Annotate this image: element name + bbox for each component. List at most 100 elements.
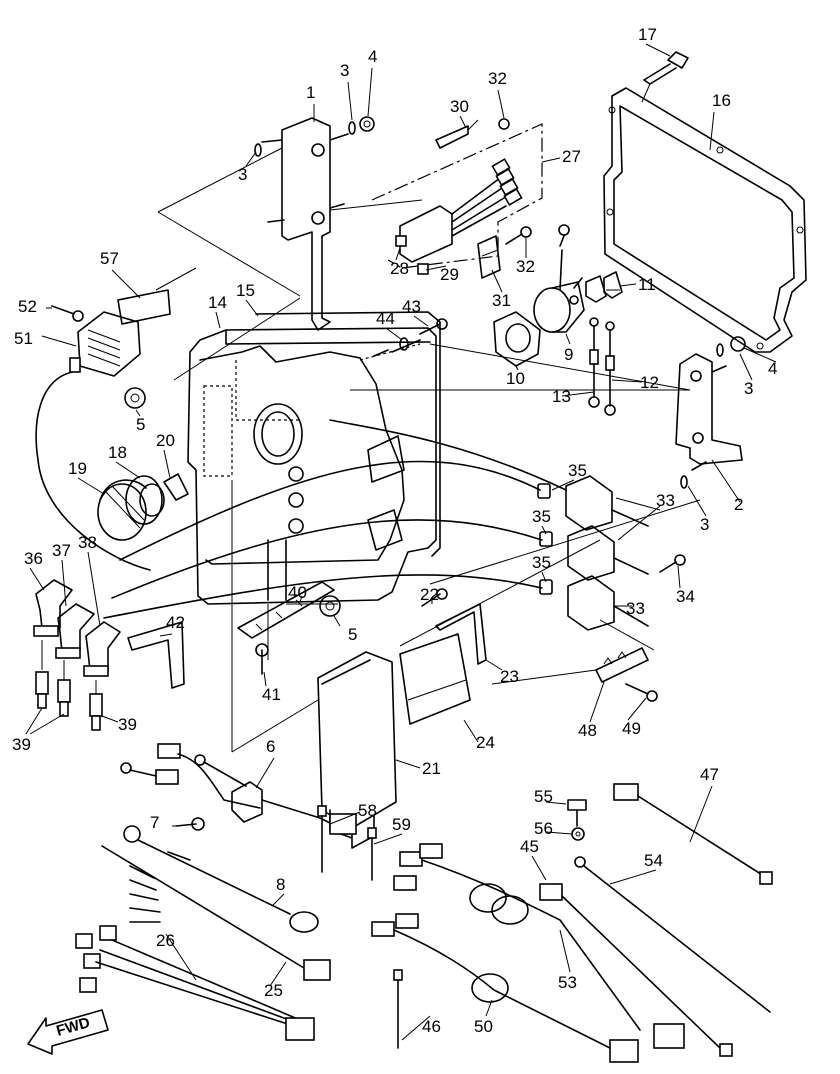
- bolt-41: [255, 643, 269, 675]
- bracket-24: [399, 633, 471, 725]
- cable-tie-46: [393, 969, 403, 1049]
- lead-47: [613, 783, 773, 885]
- cable-tie-59: [367, 827, 377, 881]
- callout-21: 21: [422, 759, 441, 778]
- callout-3d: 3: [700, 515, 709, 534]
- callout-37: 37: [52, 541, 71, 560]
- callout-50: 50: [474, 1017, 493, 1036]
- holder-18: [125, 475, 165, 525]
- callout-23: 23: [500, 667, 519, 686]
- callout-28: 28: [390, 259, 409, 278]
- gasket-16: [603, 87, 807, 353]
- callout-58: 58: [358, 801, 377, 820]
- callout-2: 2: [734, 495, 743, 514]
- harness-26: [75, 925, 315, 1041]
- nut-4-right: [680, 336, 746, 489]
- callout-11: 11: [638, 275, 656, 294]
- harness-53: [393, 843, 685, 1049]
- holder-40: [237, 581, 335, 639]
- callout-48: 48: [578, 721, 597, 740]
- callout-35a: 35: [568, 461, 587, 480]
- harness-6: [120, 743, 357, 835]
- lead-45: [539, 883, 733, 1057]
- grommet-5-lower: [319, 595, 341, 617]
- callout-3a: 3: [340, 61, 349, 80]
- bracket-2: [675, 353, 743, 471]
- callout-36: 36: [24, 549, 43, 568]
- callout-47: 47: [700, 765, 719, 784]
- rectifier-51: [35, 305, 151, 571]
- callout-42: 42: [166, 613, 185, 632]
- washer-56: [571, 827, 585, 841]
- callout-59: 59: [392, 815, 411, 834]
- callout-16: 16: [712, 91, 731, 110]
- callout-27: 27: [562, 147, 581, 166]
- callout-35c: 35: [532, 553, 551, 572]
- electrical-box-14: [187, 311, 441, 605]
- relay-harness-27: [371, 118, 543, 275]
- spark-plug-39: [35, 640, 103, 731]
- fwd-arrow: FWD: [27, 1009, 109, 1055]
- callout-13: 13: [552, 387, 571, 406]
- callout-52: 52: [18, 297, 37, 316]
- bolt-17: [641, 51, 689, 103]
- callout-29: 29: [440, 265, 459, 284]
- callout-30: 30: [450, 97, 469, 116]
- callout-40: 40: [288, 583, 307, 602]
- callout-57: 57: [100, 249, 119, 268]
- bushing-35: [537, 483, 553, 595]
- callout-34: 34: [676, 587, 695, 606]
- callout-3b: 3: [238, 165, 247, 184]
- ignition-coil-33: [565, 475, 649, 631]
- callout-14: 14: [208, 293, 227, 312]
- callout-9: 9: [564, 345, 573, 364]
- callout-31: 31: [492, 291, 511, 310]
- callout-39a: 39: [12, 735, 31, 754]
- callout-20: 20: [156, 431, 175, 450]
- callout-17: 17: [638, 25, 657, 44]
- reference-lines: [155, 147, 701, 753]
- callout-24: 24: [476, 733, 495, 752]
- callout-19: 19: [68, 459, 87, 478]
- bracket-48: [595, 647, 649, 683]
- callout-46: 46: [422, 1017, 441, 1036]
- bolt-34: [659, 554, 686, 573]
- callout-5a: 5: [136, 415, 145, 434]
- bolt-22: [421, 588, 448, 607]
- bolt-49: [625, 683, 658, 702]
- bolt-7: [175, 817, 205, 831]
- clamp-42: [127, 621, 185, 689]
- lead-54: [574, 856, 771, 1013]
- plug-cap-36: [33, 579, 73, 637]
- callout-18: 18: [108, 443, 127, 462]
- callout-4b: 4: [768, 359, 777, 378]
- callout-54: 54: [644, 851, 663, 870]
- callout-56: 56: [534, 819, 553, 838]
- callout-51: 51: [14, 329, 33, 348]
- callout-22: 22: [420, 585, 439, 604]
- callout-55: 55: [534, 787, 553, 806]
- callout-49: 49: [622, 719, 641, 738]
- starter-relay-9: [533, 224, 585, 333]
- callout-6: 6: [266, 737, 275, 756]
- callout-7: 7: [150, 813, 159, 832]
- callout-44: 44: [376, 309, 395, 328]
- callout-1: 1: [306, 83, 315, 102]
- clip-31: [477, 226, 532, 279]
- harness-50: [371, 913, 639, 1063]
- callout-32b: 32: [516, 257, 535, 276]
- plug-cap-37: [55, 603, 95, 659]
- bolt-55: [567, 799, 587, 827]
- plug-cap-38: [83, 621, 121, 677]
- high-tension-cords: [103, 419, 567, 619]
- callout-41: 41: [262, 685, 281, 704]
- bracket-23: [435, 603, 487, 665]
- cable-tie-58: [317, 805, 327, 873]
- cap-11: [585, 271, 623, 303]
- callout-33b: 33: [626, 599, 645, 618]
- label-57: [117, 289, 171, 325]
- callout-26: 26: [156, 931, 175, 950]
- leads-12-13: [588, 317, 616, 416]
- bracket-1: [261, 117, 349, 331]
